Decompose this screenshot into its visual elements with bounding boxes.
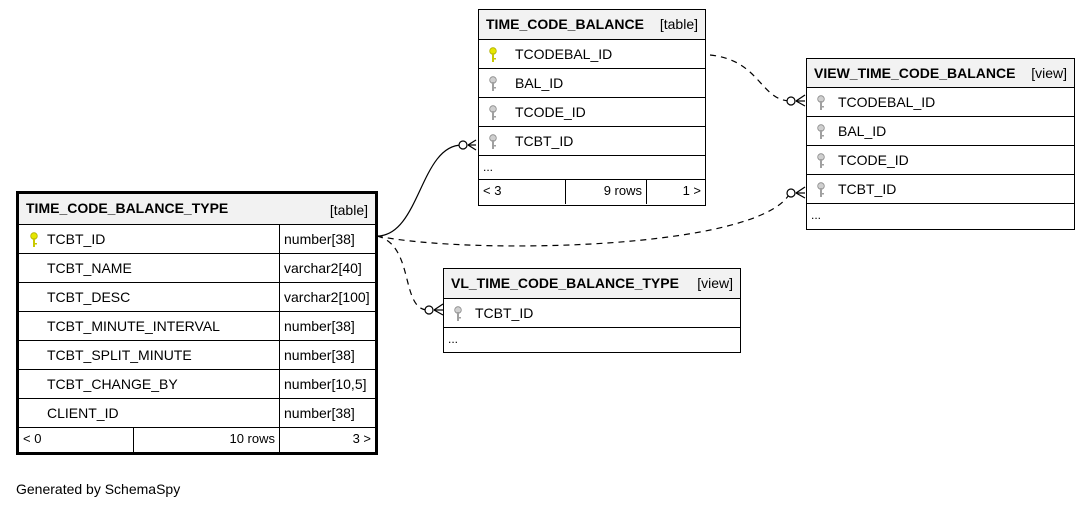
more-columns-indicator: ... [479, 156, 705, 180]
relation-optional-marker [786, 96, 796, 106]
column-name: TCBT_ID [475, 305, 534, 321]
column-name: TCBT_SPLIT_MINUTE [47, 347, 192, 363]
children-link[interactable]: 1 > [646, 180, 705, 204]
foreign-key-icon [489, 76, 497, 91]
column-name: TCODE_ID [838, 152, 909, 168]
table-row[interactable]: BAL_ID [807, 117, 1074, 146]
parents-link[interactable]: < 3 [483, 183, 502, 198]
column-type: number[38] [279, 399, 375, 427]
relationship-line-tcbt-to-view-time-code-balance [376, 192, 791, 247]
table-header[interactable]: VL_TIME_CODE_BALANCE_TYPE [view] [444, 269, 740, 299]
foreign-key-icon [489, 134, 497, 149]
table-name[interactable]: VL_TIME_CODE_BALANCE_TYPE [451, 275, 679, 291]
table-row[interactable]: TCBT_ID [807, 175, 1074, 204]
table-header[interactable]: VIEW_TIME_CODE_BALANCE [view] [807, 59, 1074, 88]
table-row[interactable]: TCBT_ID number[38] [19, 225, 375, 254]
foreign-key-icon [817, 124, 825, 139]
parents-link[interactable]: < 0 [23, 431, 42, 446]
column-name: TCODEBAL_ID [515, 46, 613, 62]
table-row[interactable]: TCBT_ID [444, 299, 740, 328]
generated-by-credit: Generated by SchemaSpy [16, 481, 181, 497]
column-name: TCBT_ID [515, 133, 574, 149]
table-name[interactable]: TIME_CODE_BALANCE [486, 16, 644, 32]
column-name: TCBT_ID [47, 231, 106, 247]
view-time-code-balance[interactable]: VIEW_TIME_CODE_BALANCE [view] TCODEBAL_I… [806, 58, 1075, 230]
column-type: varchar2[40] [279, 254, 375, 282]
table-row[interactable]: TCBT_ID [479, 127, 705, 156]
more-columns-indicator: ... [448, 332, 459, 346]
column-name: TCODE_ID [515, 104, 586, 120]
table-kind: [table] [329, 202, 368, 218]
foreign-key-icon [489, 105, 497, 120]
column-name: TCBT_ID [838, 181, 897, 197]
column-name: TCBT_NAME [47, 260, 132, 276]
table-row[interactable]: TCBT_NAME varchar2[40] [19, 254, 375, 283]
view-vl-time-code-balance-type[interactable]: VL_TIME_CODE_BALANCE_TYPE [view] TCBT_ID… [443, 268, 741, 353]
column-name: TCBT_DESC [47, 289, 131, 305]
table-kind: [view] [697, 275, 733, 291]
table-row[interactable]: TCBT_DESC varchar2[100] [19, 283, 375, 312]
table-kind: [view] [1031, 65, 1067, 81]
foreign-key-icon [817, 182, 825, 197]
row-count: 10 rows [133, 428, 279, 452]
table-kind: [table] [659, 16, 698, 32]
table-row[interactable]: CLIENT_ID number[38] [19, 399, 375, 428]
relation-optional-marker [458, 140, 468, 150]
foreign-key-icon [817, 95, 825, 110]
children-link[interactable]: 3 > [279, 428, 375, 452]
table-footer: < 3 9 rows 1 > [479, 180, 705, 204]
column-type: number[38] [279, 225, 375, 253]
table-row[interactable]: TCODEBAL_ID [807, 88, 1074, 117]
table-time-code-balance[interactable]: TIME_CODE_BALANCE [table] TCODEBAL_ID BA… [478, 9, 706, 206]
column-name: TCBT_CHANGE_BY [47, 376, 178, 392]
relation-optional-marker [424, 305, 434, 315]
table-row[interactable]: TCODEBAL_ID [479, 40, 705, 69]
foreign-key-icon [454, 306, 462, 321]
column-name: TCODEBAL_ID [838, 94, 936, 110]
primary-key-icon [30, 232, 38, 247]
row-count: 9 rows [565, 180, 646, 204]
table-header[interactable]: TIME_CODE_BALANCE_TYPE [table] [19, 194, 375, 225]
more-columns-indicator: ... [811, 208, 822, 222]
table-row[interactable]: TCBT_CHANGE_BY number[10,5] [19, 370, 375, 399]
column-name: BAL_ID [515, 75, 564, 91]
column-type: number[10,5] [279, 370, 375, 398]
column-type: number[38] [279, 312, 375, 340]
column-type: varchar2[100] [279, 283, 375, 311]
column-name: BAL_ID [838, 123, 887, 139]
column-type: number[38] [279, 341, 375, 369]
table-time-code-balance-type[interactable]: TIME_CODE_BALANCE_TYPE [table] TCBT_ID n… [16, 191, 378, 455]
foreign-key-icon [817, 153, 825, 168]
table-row[interactable]: TCODE_ID [807, 146, 1074, 175]
table-row[interactable]: TCBT_MINUTE_INTERVAL number[38] [19, 312, 375, 341]
table-row[interactable]: TCBT_SPLIT_MINUTE number[38] [19, 341, 375, 370]
column-name: TCBT_MINUTE_INTERVAL [47, 318, 220, 334]
column-name: CLIENT_ID [47, 405, 119, 421]
relationship-line-tcbt-to-vl-time-code-balance-type [376, 235, 429, 311]
relation-optional-marker [786, 188, 796, 198]
table-row[interactable]: BAL_ID [479, 69, 705, 98]
table-header[interactable]: TIME_CODE_BALANCE [table] [479, 10, 705, 40]
relationship-line-tcbt-to-time-code-balance [376, 144, 463, 237]
table-row[interactable]: TCODE_ID [479, 98, 705, 127]
primary-key-icon [489, 47, 497, 62]
table-footer: < 0 10 rows 3 > [19, 428, 375, 452]
table-name[interactable]: TIME_CODE_BALANCE_TYPE [26, 200, 229, 216]
table-name[interactable]: VIEW_TIME_CODE_BALANCE [814, 65, 1016, 81]
relationship-line-time-code-balance-to-view [709, 54, 791, 102]
